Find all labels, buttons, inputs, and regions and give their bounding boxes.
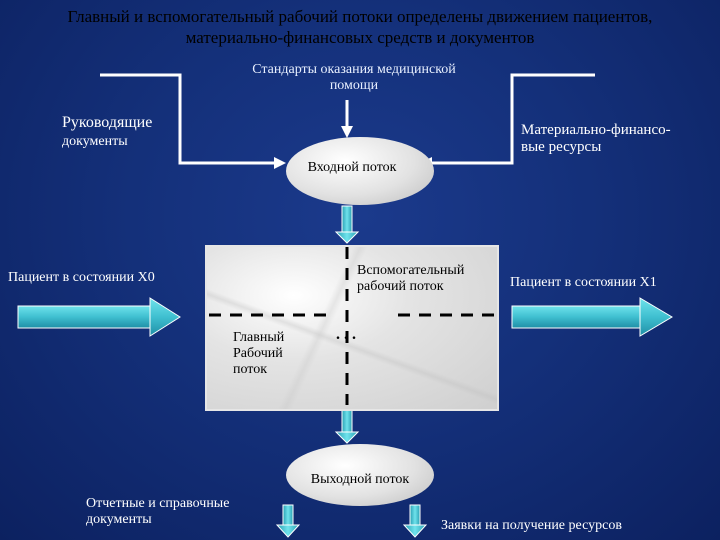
resources-line-2: вые ресурсы: [521, 139, 602, 156]
reports-label: Отчетные и справочные документы: [86, 496, 229, 528]
reports-line-1: Отчетные и справочные: [86, 496, 230, 511]
standards-label: Стандарты оказания медицинской помощи: [218, 62, 490, 94]
guiding-docs-connector: [100, 73, 276, 165]
guiding-docs-line-1: Руководящие: [62, 114, 153, 131]
output-flow-label: Выходной поток: [310, 472, 410, 487]
output-arrow-head: [334, 431, 360, 444]
main-flow-line-3: поток: [233, 362, 268, 378]
resources-connector: [430, 73, 595, 165]
patient-out-arrow-head: [639, 297, 673, 337]
patient-in-arrow-head: [149, 297, 181, 337]
ellipsis-marker: . . .: [336, 326, 356, 343]
aux-flow-line-1: Вспомогательный: [357, 263, 465, 278]
standards-label-line-2: помощи: [329, 78, 379, 94]
main-flow-label: Главный Рабочий поток: [233, 330, 284, 378]
resources-line-1: Материально-финансо-: [521, 122, 671, 138]
input-flow-label: Входной поток: [307, 160, 397, 175]
input-flow-ellipse: [286, 137, 434, 205]
workflow-box: [205, 245, 499, 411]
diagram-title: Главный и вспомогательный рабочий потоки…: [0, 6, 720, 48]
guiding-docs-label: Руководящие документы: [62, 114, 152, 150]
guiding-docs-arrowhead: [274, 157, 286, 169]
resources-label: Материально-финансо- вые ресурсы: [521, 122, 671, 157]
title-line-2: материально-финансовых средств и докумен…: [185, 28, 535, 47]
main-flow-line-2: Рабочий: [233, 346, 283, 362]
title-line-1: Главный и вспомогательный рабочий потоки…: [67, 7, 653, 26]
aux-flow-label: Вспомогательный рабочий поток: [357, 263, 464, 295]
requests-arrow-head: [402, 524, 428, 538]
guiding-docs-line-2: документы: [62, 134, 128, 150]
reports-line-2: документы: [86, 512, 152, 528]
standards-label-line-1: Стандарты оказания медицинской: [252, 62, 456, 77]
reports-arrow-head: [275, 524, 301, 538]
main-flow-line-1: Главный: [233, 330, 285, 345]
standards-arrowhead: [341, 126, 353, 138]
input-arrow-head: [334, 231, 360, 244]
patient-out-label: Пациент в состоянии Х1: [510, 275, 657, 290]
aux-flow-line-2: рабочий поток: [357, 279, 444, 295]
requests-label: Заявки на получение ресурсов: [441, 518, 622, 533]
patient-in-label: Пациент в состоянии Х0: [8, 270, 155, 285]
output-flow-ellipse: [286, 444, 434, 506]
